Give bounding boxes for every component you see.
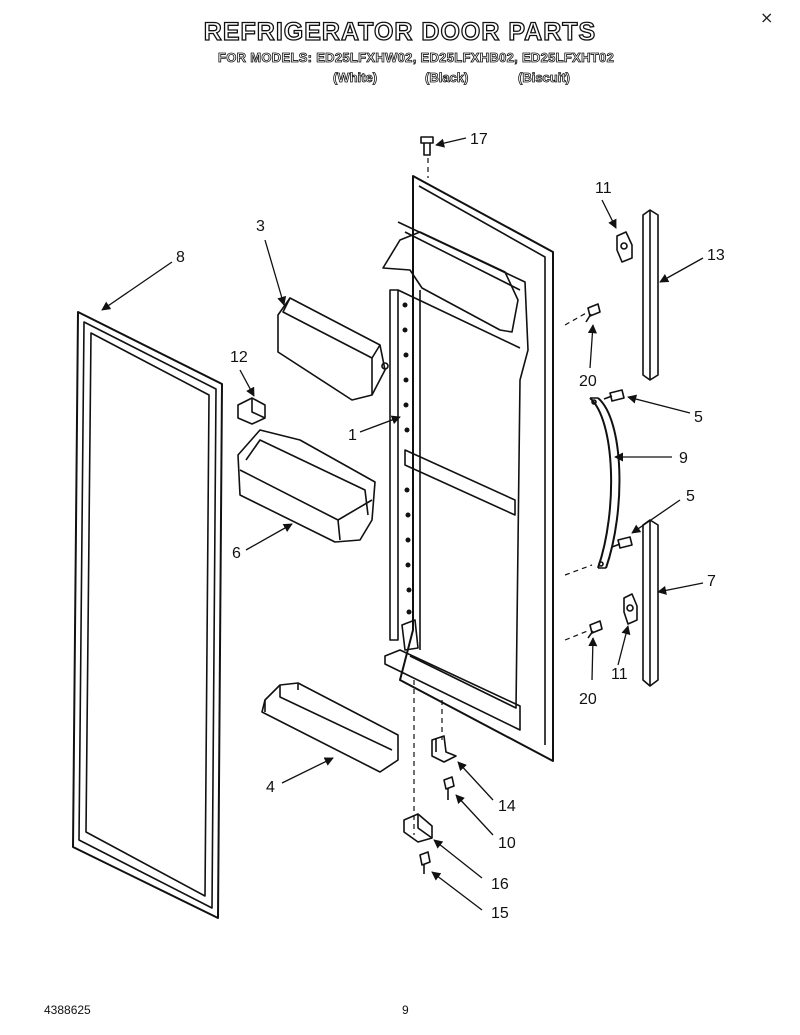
handle-trim-bottom-part (642, 519, 659, 687)
door-gasket-part (72, 311, 223, 919)
leader-20-lower (588, 637, 598, 681)
leader-20-upper (587, 324, 597, 369)
color-label-biscuit: (Biscuit) (518, 70, 571, 86)
bottom-bin-part (261, 682, 399, 773)
leader-15 (431, 871, 483, 911)
leader-11-upper (601, 199, 617, 229)
alignment-lines (413, 158, 593, 835)
leader-4 (281, 757, 334, 784)
screw-part-10 (443, 776, 455, 800)
screw-part-5-upper (603, 389, 625, 402)
callout-11-lower: 11 (611, 666, 628, 683)
callout-15: 15 (491, 905, 509, 922)
callout-3: 3 (256, 218, 265, 235)
leader-5-lower (631, 499, 681, 534)
leader-7 (657, 582, 704, 595)
handle-trim-top-part (642, 209, 659, 381)
screw-part-5-lower (611, 536, 633, 549)
callout-5-lower: 5 (686, 488, 695, 505)
callout-7: 7 (707, 573, 716, 590)
leader-13 (659, 257, 704, 283)
callout-6: 6 (232, 545, 241, 562)
bracket-part (237, 397, 266, 425)
leader-6 (245, 523, 293, 551)
models-line: FOR MODELS: ED25LFXHW02, ED25LFXHB02, ED… (218, 50, 615, 66)
screw-part-20-lower (587, 620, 603, 639)
callout-20-lower: 20 (579, 691, 597, 708)
callout-9: 9 (679, 450, 688, 467)
door-liner-part (382, 175, 554, 762)
callout-20-upper: 20 (579, 373, 597, 390)
callout-4: 4 (266, 779, 275, 796)
leader-11-lower (617, 625, 631, 666)
document-number: 4388625 (44, 1003, 91, 1017)
clip-part-lower (623, 593, 638, 625)
callout-14: 14 (498, 798, 516, 815)
callout-10: 10 (498, 835, 516, 852)
door-bin-part (237, 429, 376, 543)
leader-3 (264, 239, 287, 306)
callout-12: 12 (230, 349, 248, 366)
screw-part-20-upper (585, 303, 601, 323)
leader-8 (101, 261, 173, 311)
screw-part-15 (419, 851, 431, 874)
dairy-door-part (277, 297, 389, 401)
hinge-pin-part (431, 735, 457, 763)
callout-13: 13 (707, 247, 725, 264)
color-label-white: (White) (333, 70, 378, 86)
clip-part-upper (616, 231, 633, 263)
leader-16 (433, 839, 483, 879)
page-title: REFRIGERATOR DOOR PARTS (203, 17, 597, 46)
callout-11-upper: 11 (595, 180, 612, 197)
leader-17 (435, 137, 467, 148)
door-handle-part (589, 397, 621, 569)
callout-labels: 17 11 3 8 13 12 20 5 1 9 5 6 7 11 20 4 1… (176, 131, 725, 922)
leader-1 (359, 415, 401, 433)
door-liner-holes (402, 302, 412, 615)
top-screw-part (420, 136, 434, 156)
close-icon: × (760, 8, 774, 27)
page-number: 9 (402, 1003, 409, 1017)
leader-10 (455, 794, 494, 836)
leader-5-upper (627, 394, 691, 414)
callout-1: 1 (348, 427, 357, 444)
leader-lines (101, 137, 704, 911)
callout-16: 16 (491, 876, 509, 893)
callout-5-upper: 5 (694, 409, 703, 426)
lower-hinge-part (403, 813, 433, 843)
leader-12 (239, 369, 255, 397)
callout-17: 17 (470, 131, 488, 148)
leader-14 (457, 761, 494, 801)
callout-8: 8 (176, 249, 185, 266)
color-label-black: (Black) (425, 70, 469, 86)
